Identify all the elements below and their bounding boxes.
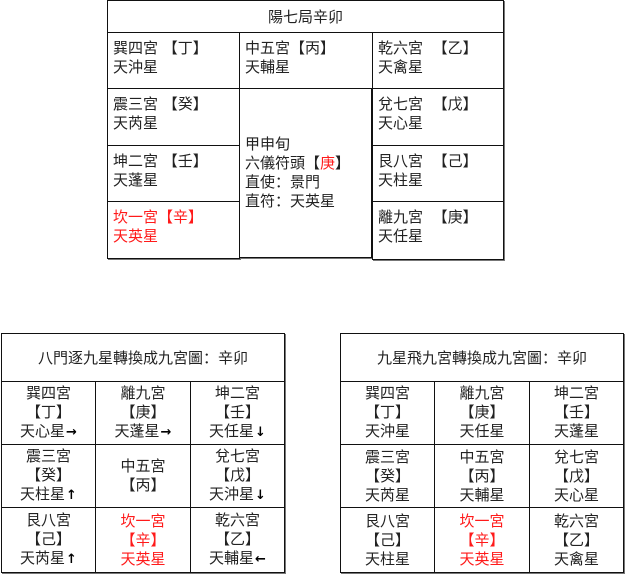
grid-cell: 離九宮【庚】天蓬星→ [96, 381, 191, 445]
palace-kan1: 坎一宮【辛】 天英星 [107, 201, 240, 259]
zhi-fu: 直符：天英星 [245, 192, 336, 210]
palace-gen8: 艮八宮 【己】 天柱星 [372, 145, 504, 202]
right-table-grid: 巽四宮【丁】天沖星 離九宮【庚】天任星 坤二宮【壬】天蓬星 震三宮【癸】天芮星 … [341, 381, 623, 572]
grid-cell: 巽四宮【丁】天心星→ [2, 381, 96, 445]
palace-star: 天輔星 [245, 58, 291, 76]
grid-cell: 震三宮【癸】天柱星↑ [2, 445, 96, 508]
palace-stem: 【癸】 [162, 95, 208, 113]
palace-stem: 【戊】 [432, 95, 478, 113]
fu-tou: 六儀符頭【庚】 [245, 154, 351, 172]
palace-stem: 【辛】 [158, 208, 204, 226]
palace-name: 巽四宮 [113, 39, 159, 57]
right-nine-palace-table: 九星飛九宮轉換成九宮圖：辛卯 巽四宮【丁】天沖星 離九宮【庚】天任星 坤二宮【壬… [340, 333, 624, 573]
palace-name: 兌七宮 [378, 95, 424, 113]
left-table-grid: 巽四宮【丁】天心星→ 離九宮【庚】天蓬星→ 坤二宮【壬】天任星↓ 震三宮【癸】天… [2, 381, 284, 572]
grid-cell: 艮八宮【己】天芮星↑ [2, 508, 96, 572]
palace-stem: 【庚】 [432, 208, 478, 226]
palace-name: 中五宮 [245, 39, 291, 57]
palace-star: 天禽星 [378, 58, 424, 76]
grid-cell: 坤二宮【壬】天蓬星 [530, 381, 623, 445]
palace-kun2: 坤二宮 【壬】 天蓬星 [107, 145, 240, 202]
palace-stem: 【乙】 [432, 39, 478, 57]
arrow-down-icon: ↓ [255, 424, 266, 440]
grid-cell: 乾六宮【乙】天禽星 [553, 511, 599, 568]
arrow-right-icon: → [160, 424, 172, 440]
grid-cell: 巽四宮【丁】天沖星 [341, 381, 435, 445]
left-nine-palace-table: 八門逐九星轉換成九宮圖：辛卯 巽四宮【丁】天心星→ 離九宮【庚】天蓬星→ 坤二宮… [1, 333, 285, 573]
palace-zhen3: 震三宮 【癸】 天芮星 [107, 88, 240, 146]
grid-cell: 中五宮【丙】 [96, 445, 191, 508]
palace-stem: 【壬】 [162, 152, 208, 170]
center-info-box: 甲申旬 六儀符頭【庚】 直使：景門 直符：天英星 [239, 88, 372, 258]
top-chart-title-text: 陽七局辛卯 [267, 8, 343, 26]
left-table-title: 八門逐九星轉換成九宮圖：辛卯 [2, 334, 284, 382]
palace-name: 震三宮 [113, 95, 159, 113]
grid-cell: 乾六宮【乙】天輔星← [209, 511, 266, 567]
arrow-up-icon: ↑ [66, 488, 77, 503]
palace-star: 天任星 [378, 227, 424, 245]
palace-name: 離九宮 [378, 208, 424, 226]
grid-cell: 震三宮【癸】天芮星 [341, 445, 435, 508]
palace-star: 天心星 [378, 114, 424, 132]
xun-head: 甲申旬 [245, 135, 291, 153]
palace-stem: 【己】 [432, 152, 478, 170]
grid-cell: 坤二宮【壬】天任星↓ [191, 381, 284, 445]
palace-star: 天芮星 [113, 114, 159, 132]
palace-star: 天英星 [113, 227, 159, 245]
palace-name: 坤二宮 [113, 152, 159, 170]
palace-star: 天沖星 [113, 58, 159, 76]
arrow-down-icon: ↓ [255, 488, 266, 503]
grid-cell-highlight: 坎一宮【辛】天英星 [435, 508, 530, 572]
palace-qian6: 乾六宮 【乙】 天禽星 [372, 32, 504, 89]
palace-zhong5: 中五宮【丙】 天輔星 [239, 32, 373, 89]
right-table-title: 九星飛九宮轉換成九宮圖：辛卯 [341, 334, 623, 382]
grid-cell: 艮八宮【己】天柱星 [341, 508, 435, 572]
palace-name: 乾六宮 [378, 39, 424, 57]
palace-star: 天柱星 [378, 171, 424, 189]
palace-stem: 【丙】 [290, 39, 336, 57]
palace-li9: 離九宮 【庚】 天任星 [372, 201, 504, 260]
palace-xun4: 巽四宮 【丁】 天沖星 [107, 32, 240, 89]
palace-name: 坎一宮 [113, 208, 159, 226]
grid-cell-highlight: 坎一宮【辛】天英星 [96, 508, 191, 572]
grid-cell: 離九宮【庚】天任星 [435, 381, 530, 445]
zhi-shi: 直使：景門 [245, 173, 321, 191]
arrow-left-icon: ← [255, 552, 266, 567]
grid-cell: 兌七宮【戊】天心星 [530, 445, 623, 508]
arrow-up-icon: ↑ [66, 552, 77, 567]
grid-cell: 兌七宮【戊】天沖星↓ [191, 445, 284, 508]
palace-name: 艮八宮 [378, 152, 424, 170]
palace-stem: 【丁】 [162, 39, 208, 57]
arrow-right-icon: → [66, 424, 77, 440]
palace-dui7: 兌七宮 【戊】 天心星 [372, 88, 504, 146]
top-chart-title: 陽七局辛卯 [107, 0, 504, 33]
fu-tou-stem: 庚 [320, 154, 336, 172]
grid-cell: 中五宮【丙】天輔星 [435, 445, 530, 508]
palace-star: 天蓬星 [113, 171, 159, 189]
